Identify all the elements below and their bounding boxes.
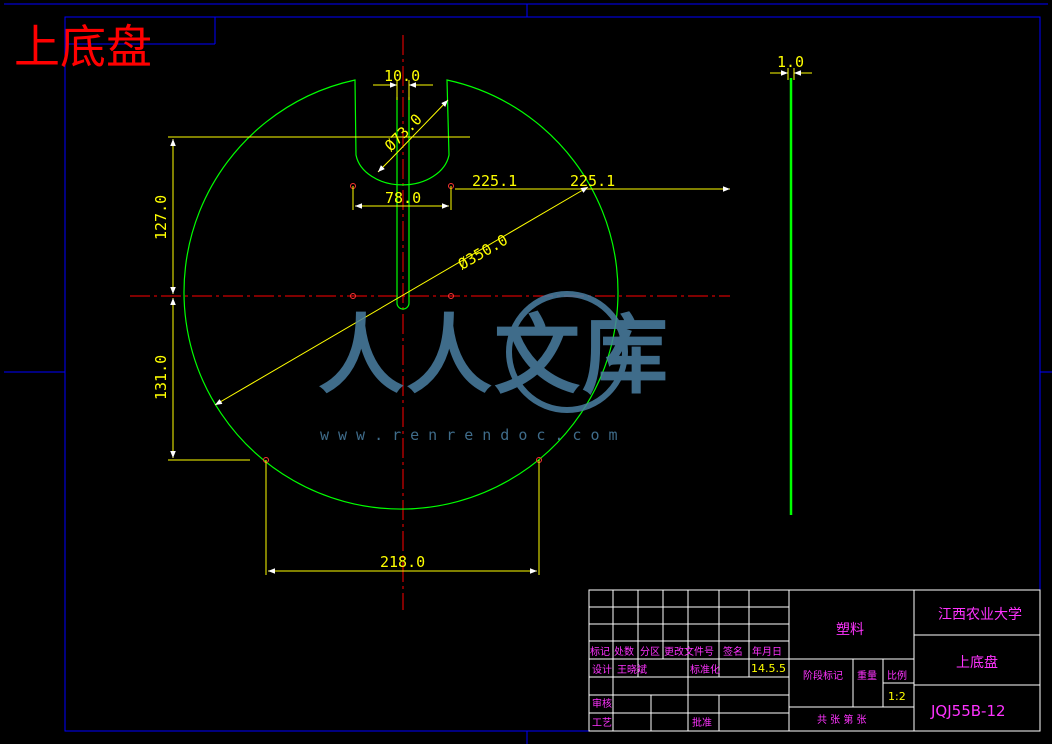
tb-designer: 王晓斌 [617, 664, 647, 676]
tb-design-label: 设计 [592, 663, 612, 676]
dim-127: 127.0 [152, 195, 170, 240]
watermark-url: www.renrendoc.com [320, 426, 627, 444]
tb-standard-label: 标准化 [690, 663, 720, 676]
tb-drawing-code: JQJ55B-12 [930, 702, 1006, 720]
tb-stage-label: 阶段标记 [803, 669, 843, 682]
tb-process-label: 工艺 [592, 717, 612, 729]
tb-header-change-doc: 更改文件号 [664, 645, 714, 658]
tb-approve-label: 批准 [692, 716, 712, 729]
dimension-lines [168, 68, 812, 575]
dim-78: 78.0 [385, 189, 421, 207]
tb-scale-label: 比例 [887, 669, 907, 682]
dim-225-b: 225.1 [570, 172, 615, 190]
watermark-text: 人人文库 [318, 306, 670, 406]
tb-header-zone: 分区 [640, 646, 660, 658]
tb-review-label: 审核 [592, 697, 612, 710]
dim-225-a: 225.1 [472, 172, 517, 190]
tb-header-sign: 签名 [723, 645, 743, 658]
dim-131: 131.0 [152, 355, 170, 400]
dim-slot-width: 10.0 [384, 67, 420, 85]
tb-part-name: 上底盘 [956, 654, 998, 671]
tb-school: 江西农业大学 [938, 607, 1022, 623]
tb-scale: 1:2 [888, 690, 906, 703]
tb-date: 14.5.5 [751, 662, 786, 675]
tb-weight-label: 重量 [857, 669, 877, 682]
drawing-title: 上底盘 [14, 20, 152, 74]
title-block [588, 589, 1041, 732]
tb-header-mark: 标记 [590, 646, 610, 658]
tb-material: 塑料 [836, 622, 864, 638]
tb-header-date: 年月日 [752, 645, 782, 658]
watermark-ring-icon [506, 291, 628, 413]
tb-sheets: 共 张 第 张 [817, 713, 867, 726]
dim-218: 218.0 [380, 553, 425, 571]
watermark: 人人文库 www.renrendoc.com [318, 291, 670, 444]
tb-header-count: 处数 [614, 645, 634, 658]
dim-outer-diameter: Ø350.0 [455, 231, 511, 274]
drawing-frame [4, 3, 1052, 744]
dim-thickness: 1.0 [777, 53, 804, 71]
